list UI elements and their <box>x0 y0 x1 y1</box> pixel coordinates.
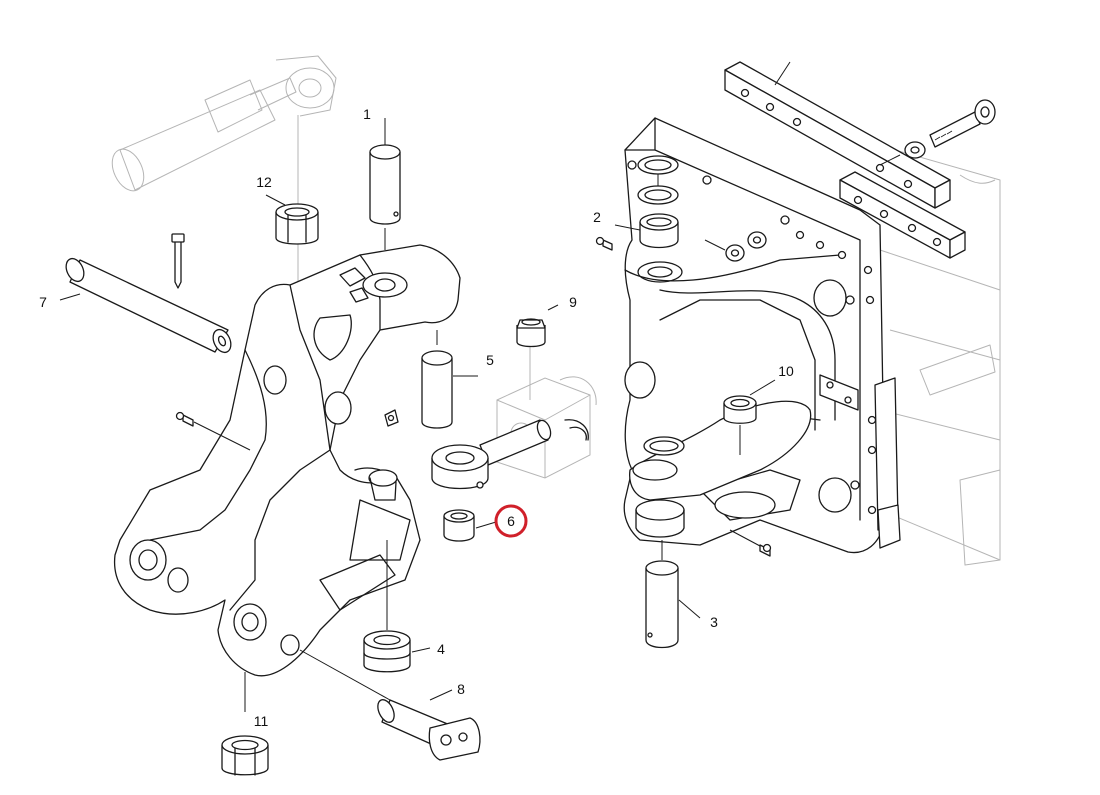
part-1-pin-upper <box>369 118 401 250</box>
bolt-top-right <box>879 99 996 166</box>
part-11-bushing <box>221 672 269 776</box>
callout-6-highlight-circle <box>494 504 528 538</box>
part-12-bushing <box>265 194 319 245</box>
callout-1: 1 <box>363 106 371 122</box>
callout-10: 10 <box>778 363 794 379</box>
snap-ring-right <box>643 436 685 456</box>
part-4-bushing <box>363 540 431 673</box>
part-2-seal-rings <box>614 155 679 249</box>
callout-5: 5 <box>486 352 494 368</box>
grease-nipple-lower <box>729 529 772 557</box>
part-3-pin-lower <box>645 540 701 649</box>
callout-2: 2 <box>593 209 601 225</box>
pivot-frame-right <box>623 117 901 554</box>
ghost-swivel-block <box>496 340 597 479</box>
callout-7: 7 <box>39 294 47 310</box>
callout-9: 9 <box>569 294 577 310</box>
part-5-pin <box>421 330 478 429</box>
callout-8: 8 <box>457 681 465 697</box>
clamp-bar-upper <box>724 61 951 209</box>
part-8-pin-plate <box>299 649 481 761</box>
part-9-bushing <box>516 304 559 348</box>
grease-nipple-center <box>384 409 399 427</box>
ghost-mounting-frame <box>859 139 1001 566</box>
washers-right <box>704 231 767 262</box>
callout-3: 3 <box>710 614 718 630</box>
grease-nipple-right <box>595 236 613 251</box>
part-6-bushing <box>443 509 497 542</box>
callout-12: 12 <box>256 174 272 190</box>
callout-11: 11 <box>254 713 269 729</box>
part-10-bushing <box>723 379 776 455</box>
swivel-collar <box>431 444 489 490</box>
swing-bracket-left <box>113 244 461 677</box>
grease-nipple-left <box>175 411 251 451</box>
callout-4: 4 <box>437 641 445 657</box>
clamp-bar-lower <box>839 171 966 259</box>
callout-6: 6 <box>507 513 515 529</box>
part-7-pin-long <box>59 233 232 354</box>
